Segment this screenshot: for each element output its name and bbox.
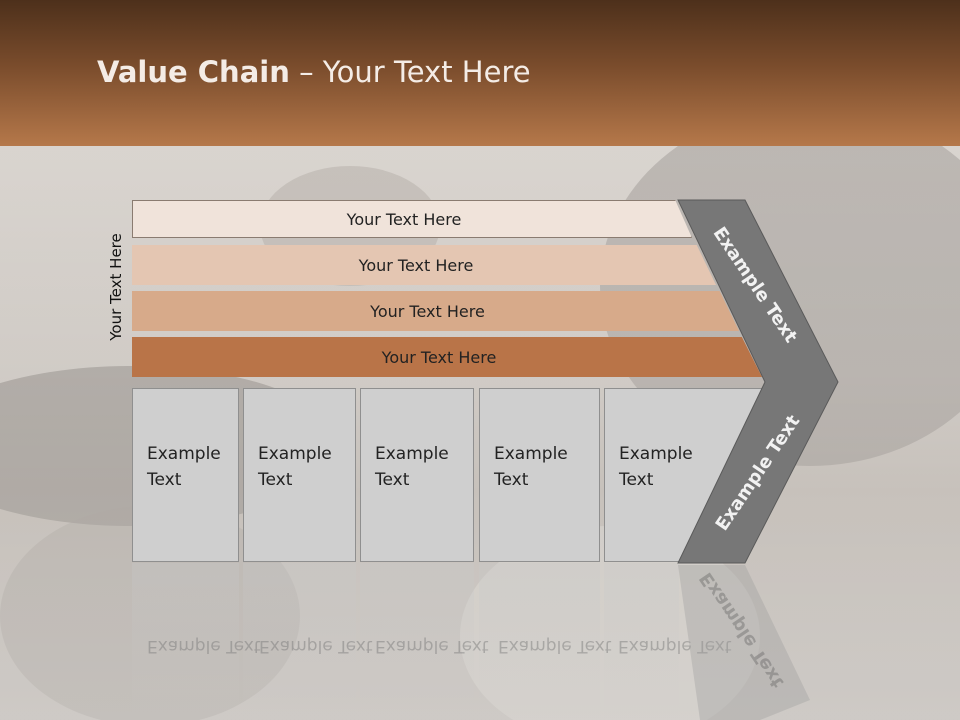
header-band (0, 0, 960, 146)
box-reflection (360, 563, 474, 720)
box-reflection-text: Example Text (147, 636, 261, 656)
title-bold: Value Chain (97, 55, 290, 89)
value-bar-3-label: Your Text Here (370, 301, 485, 321)
box-reflection-text: Example Text (618, 636, 732, 656)
value-bar-1[interactable]: Your Text Here (132, 200, 692, 238)
slide-title[interactable]: Value Chain – Your Text Here (97, 55, 531, 89)
title-rest: – Your Text Here (289, 55, 531, 89)
value-bar-4[interactable]: Your Text Here (132, 337, 762, 377)
value-bar-1-label: Your Text Here (346, 209, 462, 229)
box-reflection-text: Example Text (498, 636, 612, 656)
value-bar-2-label: Your Text Here (358, 255, 474, 275)
box-reflection-text: Example Text (375, 636, 489, 656)
activity-box-2-label: Example Text (258, 444, 332, 490)
activity-box-3[interactable]: Example Text (360, 388, 474, 562)
value-bar-4-label: Your Text Here (381, 347, 497, 367)
box-reflection-text: Example Text (259, 636, 373, 656)
activity-box-4-label: Example Text (494, 444, 568, 490)
value-bar-2[interactable]: Your Text Here (132, 245, 716, 285)
box-reflection (604, 563, 679, 720)
activity-box-1[interactable]: Example Text (132, 388, 239, 562)
box-reflection (243, 563, 356, 720)
activity-box-3-label: Example Text (375, 444, 449, 490)
side-label[interactable]: Your Text Here (107, 233, 125, 341)
box-reflection (132, 563, 239, 720)
activity-box-5-label: Example Text (619, 444, 693, 490)
activity-box-1-label: Example Text (147, 444, 221, 490)
activity-box-2[interactable]: Example Text (243, 388, 356, 562)
activity-box-4[interactable]: Example Text (479, 388, 600, 562)
box-reflection (479, 563, 600, 720)
value-bar-3[interactable]: Your Text Here (132, 291, 739, 331)
